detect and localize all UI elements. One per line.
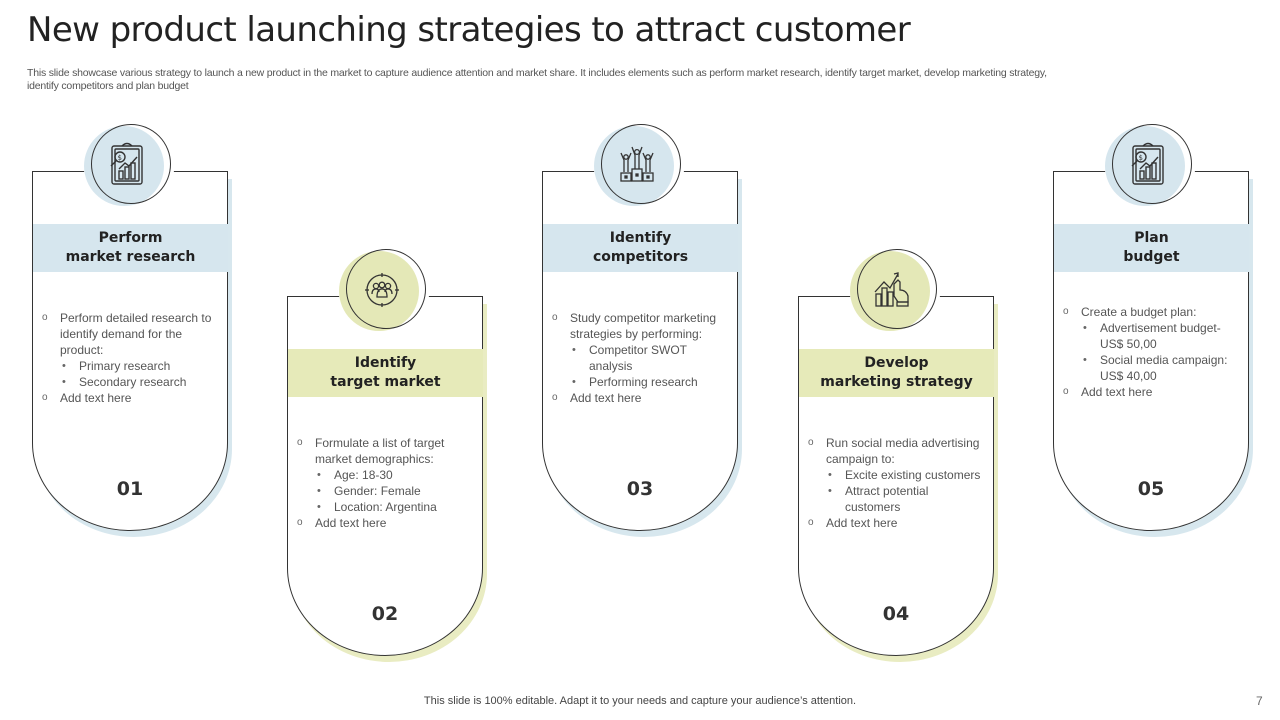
icon-ring: [1112, 124, 1192, 204]
sub-list-item: Attract potential customers: [826, 483, 986, 515]
list-item-text: Create a budget plan:: [1081, 305, 1197, 319]
step-content: Formulate a list of target market demogr…: [295, 435, 475, 531]
step-number: 01: [116, 478, 144, 500]
heading-line-2: marketing strategy: [820, 374, 973, 390]
list-item: Add text here: [550, 390, 730, 406]
heading-line-2: budget: [1123, 249, 1180, 265]
heading-line-1: Identify: [609, 230, 672, 246]
step-content: Create a budget plan: Advertisement budg…: [1061, 304, 1241, 400]
list-item: Add text here: [806, 515, 986, 531]
list-item-text: Formulate a list of target market demogr…: [315, 436, 445, 466]
list-item-text: Run social media advertising campaign to…: [826, 436, 980, 466]
heading-line-1: Identify: [354, 355, 417, 371]
heading-line-2: market research: [65, 249, 196, 265]
icon-ring: [346, 249, 426, 329]
sub-list-item: Primary research: [60, 358, 220, 374]
list-item: Formulate a list of target market demogr…: [295, 435, 475, 515]
sub-list-item: Secondary research: [60, 374, 220, 390]
sub-list-item: Performing research: [570, 374, 730, 390]
step-card-5: $ Plan budget Create a budget plan: Adver…: [1053, 124, 1253, 537]
icon-ring: [601, 124, 681, 204]
list-item-text: Perform detailed research to identify de…: [60, 311, 212, 357]
step-content: Run social media advertising campaign to…: [806, 435, 986, 531]
growth-chart-hand-icon: [874, 272, 909, 307]
list-item: Perform detailed research to identify de…: [40, 310, 220, 390]
heading-line-2: competitors: [592, 249, 689, 265]
list-item: Add text here: [295, 515, 475, 531]
slide-subtitle: This slide showcase various strategy to …: [27, 67, 1047, 92]
list-item: Add text here: [40, 390, 220, 406]
step-card-3: Identify competitors Study competitor mar…: [542, 124, 742, 537]
podium-winners-icon: [620, 146, 654, 182]
clipboard-chart-icon: $: [1131, 142, 1164, 185]
sub-list-item: Advertisement budget- US$ 50,00: [1081, 320, 1241, 352]
icon-ring: [857, 249, 937, 329]
sub-list-item: Social media campaign: US$ 40,00: [1081, 352, 1241, 384]
step-card-1: $ Perform market research Perform detaile…: [32, 124, 232, 537]
page-number: 7: [1256, 694, 1263, 708]
list-item: Study competitor marketing strategies by…: [550, 310, 730, 390]
svg-text:$: $: [118, 154, 122, 162]
heading-line-2: target market: [330, 374, 441, 390]
sub-list-item: Location: Argentina: [315, 499, 475, 515]
list-item-text: Study competitor marketing strategies by…: [570, 311, 717, 341]
icon-badge: [594, 124, 684, 214]
step-heading: Perform market research: [33, 224, 228, 272]
step-card-4: Develop marketing strategy Run social med…: [798, 249, 998, 662]
icon-badge: $: [84, 124, 174, 214]
step-content: Study competitor marketing strategies by…: [550, 310, 730, 406]
step-heading: Identify target market: [288, 349, 483, 397]
clipboard-chart-icon: $: [110, 142, 143, 185]
target-audience-icon: [365, 273, 399, 307]
step-heading: Identify competitors: [543, 224, 738, 272]
step-number: 02: [371, 603, 399, 625]
sub-list-item: Gender: Female: [315, 483, 475, 499]
step-card-2: Identify target market Formulate a list o…: [287, 249, 487, 662]
step-heading: Develop marketing strategy: [799, 349, 994, 397]
sub-list-item: Excite existing customers: [826, 467, 986, 483]
heading-line-1: Plan: [1134, 230, 1169, 246]
list-item: Create a budget plan: Advertisement budg…: [1061, 304, 1241, 384]
list-item: Run social media advertising campaign to…: [806, 435, 986, 515]
icon-badge: [850, 249, 940, 339]
step-heading: Plan budget: [1054, 224, 1249, 272]
icon-ring: [91, 124, 171, 204]
icon-badge: [339, 249, 429, 339]
list-item: Add text here: [1061, 384, 1241, 400]
sub-list-item: Age: 18-30: [315, 467, 475, 483]
heading-line-1: Perform: [98, 230, 163, 246]
heading-line-1: Develop: [864, 355, 929, 371]
icon-badge: $: [1105, 124, 1195, 214]
step-number: 03: [626, 478, 654, 500]
slide-footer: This slide is 100% editable. Adapt it to…: [423, 695, 857, 707]
slide-title: New product launching strategies to attr…: [27, 10, 911, 50]
sub-list-item: Competitor SWOT analysis: [570, 342, 730, 374]
step-content: Perform detailed research to identify de…: [40, 310, 220, 406]
step-number: 04: [882, 603, 910, 625]
svg-text:$: $: [1139, 154, 1143, 162]
step-number: 05: [1137, 478, 1165, 500]
